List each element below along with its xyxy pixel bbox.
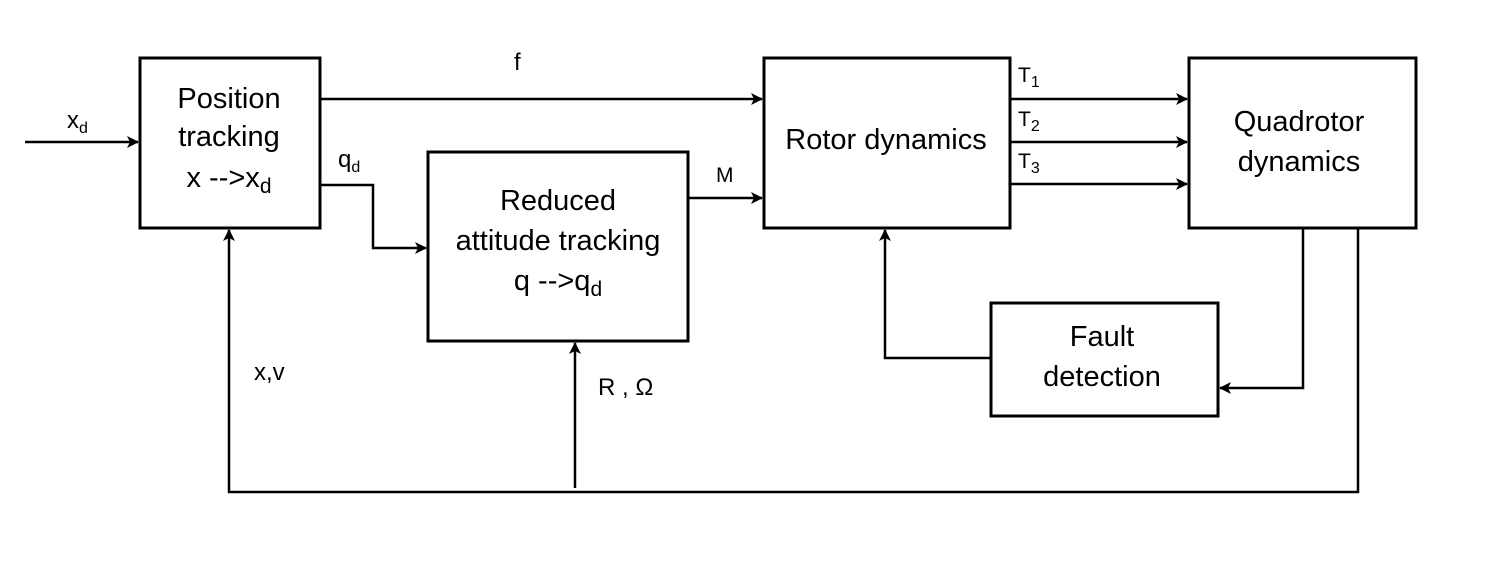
rotor-block-line-1: Rotor dynamics xyxy=(785,124,986,156)
position-tracking-block xyxy=(138,56,322,230)
position-block-line-3: x -->xd xyxy=(187,162,272,198)
t3-label: T3 xyxy=(1018,150,1040,177)
fault-block-line-1: Fault xyxy=(1070,321,1134,353)
f-label: f xyxy=(514,49,521,76)
state-feedback-arrow xyxy=(223,228,1360,494)
fault-detection-block xyxy=(989,301,1220,418)
position-block-line-1: Position xyxy=(177,83,280,115)
xd-label: xd xyxy=(67,107,88,137)
t2-label: T2 xyxy=(1018,108,1040,135)
fault-to-rotor-arrow xyxy=(879,229,991,360)
quadrotor-dynamics-block xyxy=(1187,56,1418,230)
fault-block-line-2: detection xyxy=(1043,361,1161,393)
r-omega-label: R , Ω xyxy=(598,374,653,401)
attitude-block-line-3: q -->qd xyxy=(514,265,602,301)
attitude-tracking-block xyxy=(426,150,690,343)
qd-label: qd xyxy=(338,146,360,176)
qd-arrow xyxy=(320,183,427,254)
attitude-block-line-1: Reduced xyxy=(500,185,616,217)
t1-label: T1 xyxy=(1018,64,1040,91)
attitude-block-line-2: attitude tracking xyxy=(456,225,661,257)
quadrotor-block-line-1: Quadrotor xyxy=(1234,106,1365,138)
m-label: M xyxy=(716,164,734,187)
rotor-dynamics-block xyxy=(762,56,1012,230)
xv-label: x,v xyxy=(254,359,285,386)
quadrotor-to-fault-arrow xyxy=(1219,228,1305,394)
position-block-line-2: tracking xyxy=(178,121,280,153)
quadrotor-block-line-2: dynamics xyxy=(1238,146,1361,178)
